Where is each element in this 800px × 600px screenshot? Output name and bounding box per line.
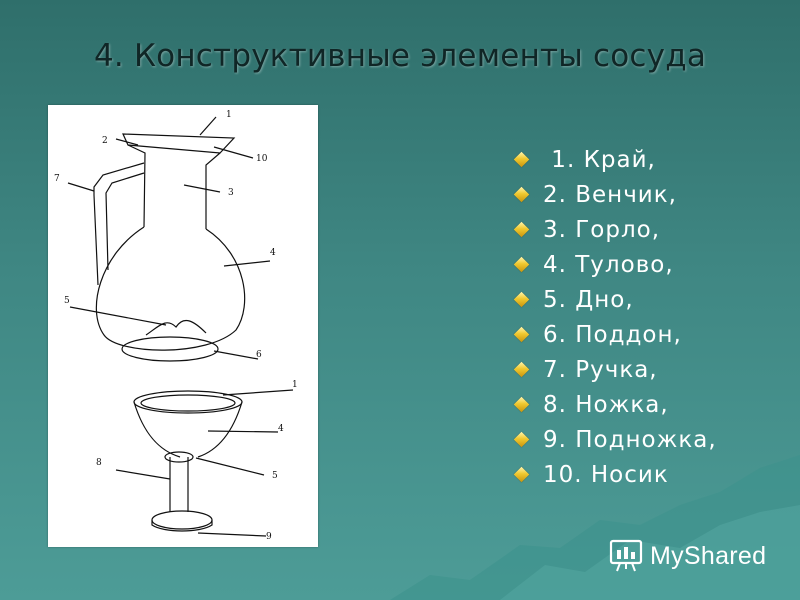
jug-label-7: 7 (54, 174, 60, 184)
jug-drawing (67, 116, 271, 362)
list-item-text: 3. Горло, (543, 216, 661, 243)
list-item: 1. Край, (513, 142, 717, 177)
list-item-text: 6. Поддон, (543, 321, 682, 348)
diamond-bullet-icon (513, 221, 530, 238)
jug-label-3: 3 (228, 188, 234, 198)
list-item: 6. Поддон, (513, 317, 717, 352)
jug-label-6: 6 (256, 350, 262, 360)
diamond-bullet-icon (513, 151, 530, 168)
list-item-text: 1. Край, (543, 146, 656, 173)
myshared-logo-icon (609, 539, 643, 572)
vessel-elements-list: 1. Край, 2. Венчик, 3. Горло, 4. Тулово,… (513, 142, 717, 492)
jug-label-5: 5 (64, 296, 70, 306)
goblet-label-1: 1 (292, 380, 298, 390)
list-item-text: 5. Дно, (543, 286, 634, 313)
list-item: 10. Носик (513, 457, 717, 492)
list-item: 9. Подножка, (513, 422, 717, 457)
list-item: 5. Дно, (513, 282, 717, 317)
list-item: 2. Венчик, (513, 177, 717, 212)
list-item: 4. Тулово, (513, 247, 717, 282)
diamond-bullet-icon (513, 431, 530, 448)
jug-label-4: 4 (270, 248, 276, 258)
vessel-diagram: 1 2 10 3 7 4 5 6 1 4 8 5 9 (48, 105, 318, 547)
list-item: 3. Горло, (513, 212, 717, 247)
diamond-bullet-icon (513, 361, 530, 378)
diamond-bullet-icon (513, 291, 530, 308)
watermark-text: MyShared (650, 541, 767, 570)
list-item-text: 2. Венчик, (543, 181, 677, 208)
list-item-text: 4. Тулово, (543, 251, 674, 278)
goblet-label-4: 4 (278, 424, 284, 434)
list-item-text: 10. Носик (543, 461, 669, 488)
diamond-bullet-icon (513, 466, 530, 483)
jug-label-10: 10 (256, 154, 268, 164)
list-item: 8. Ножка, (513, 387, 717, 422)
list-item-text: 7. Ручка, (543, 356, 658, 383)
myshared-watermark[interactable]: MyShared (608, 538, 766, 574)
list-item-text: 8. Ножка, (543, 391, 669, 418)
jug-label-1: 1 (226, 110, 232, 120)
jug-label-2: 2 (102, 136, 108, 146)
goblet-label-5: 5 (272, 471, 278, 481)
slide-title: 4. Конструктивные элементы сосуда (93, 38, 707, 74)
diamond-bullet-icon (513, 186, 530, 203)
list-item-text: 9. Подножка, (543, 426, 717, 453)
goblet-label-9: 9 (266, 532, 272, 542)
goblet-label-8: 8 (96, 458, 102, 468)
diamond-bullet-icon (513, 326, 530, 343)
diamond-bullet-icon (513, 396, 530, 413)
list-item: 7. Ручка, (513, 352, 717, 387)
diamond-bullet-icon (513, 256, 530, 273)
goblet-drawing (115, 389, 294, 537)
